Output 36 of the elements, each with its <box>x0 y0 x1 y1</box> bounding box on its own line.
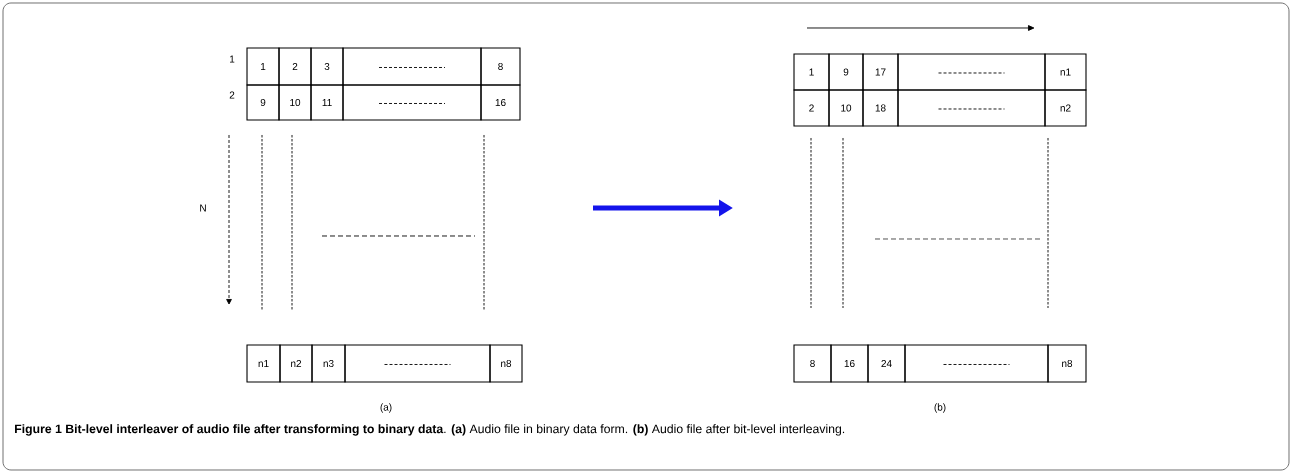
figure-caption: Figure 1 Bit-level interleaver of audio file after transforming to binary data. (a) Audio file in binary data form. (b) Audio file after bit-level interleaving. <box>15 424 845 436</box>
table-cell: n2 <box>1044 89 1087 127</box>
row-number: 1 <box>230 55 235 63</box>
table-cell: 9 <box>246 84 280 121</box>
table-cell: 9 <box>828 53 864 91</box>
panel-label: (a) <box>380 403 392 413</box>
table-cell <box>897 89 1046 127</box>
table-cell: n8 <box>1047 344 1087 383</box>
table-cell: 2 <box>793 89 830 127</box>
table-cell: 10 <box>828 89 864 127</box>
table-cell: n1 <box>246 344 281 383</box>
table-cell: 16 <box>480 84 521 121</box>
table-cell <box>897 53 1046 91</box>
table-cell <box>344 344 491 383</box>
table-cell: 1 <box>246 47 280 86</box>
table-cell: 3 <box>310 47 344 86</box>
table-cell: 17 <box>862 53 899 91</box>
table-cell: n2 <box>279 344 313 383</box>
table-cell: 8 <box>793 344 832 383</box>
table-cell: 24 <box>867 344 906 383</box>
table-cell <box>342 84 482 121</box>
table-cell: n1 <box>1044 53 1087 91</box>
table-cell: n3 <box>311 344 346 383</box>
table-cell: 18 <box>862 89 899 127</box>
table-cell: 10 <box>278 84 312 121</box>
axis-letter: N <box>200 204 206 212</box>
table-cell: 16 <box>830 344 869 383</box>
row-number: 2 <box>229 91 235 99</box>
table-cell <box>342 47 482 86</box>
table-cell: n8 <box>489 344 523 383</box>
table-cell: 1 <box>793 53 830 91</box>
panel-label: (b) <box>934 403 946 413</box>
table-cell: 8 <box>480 47 521 86</box>
table-cell <box>904 344 1049 383</box>
table-cell: 2 <box>278 47 312 86</box>
table-cell: 11 <box>310 84 344 121</box>
